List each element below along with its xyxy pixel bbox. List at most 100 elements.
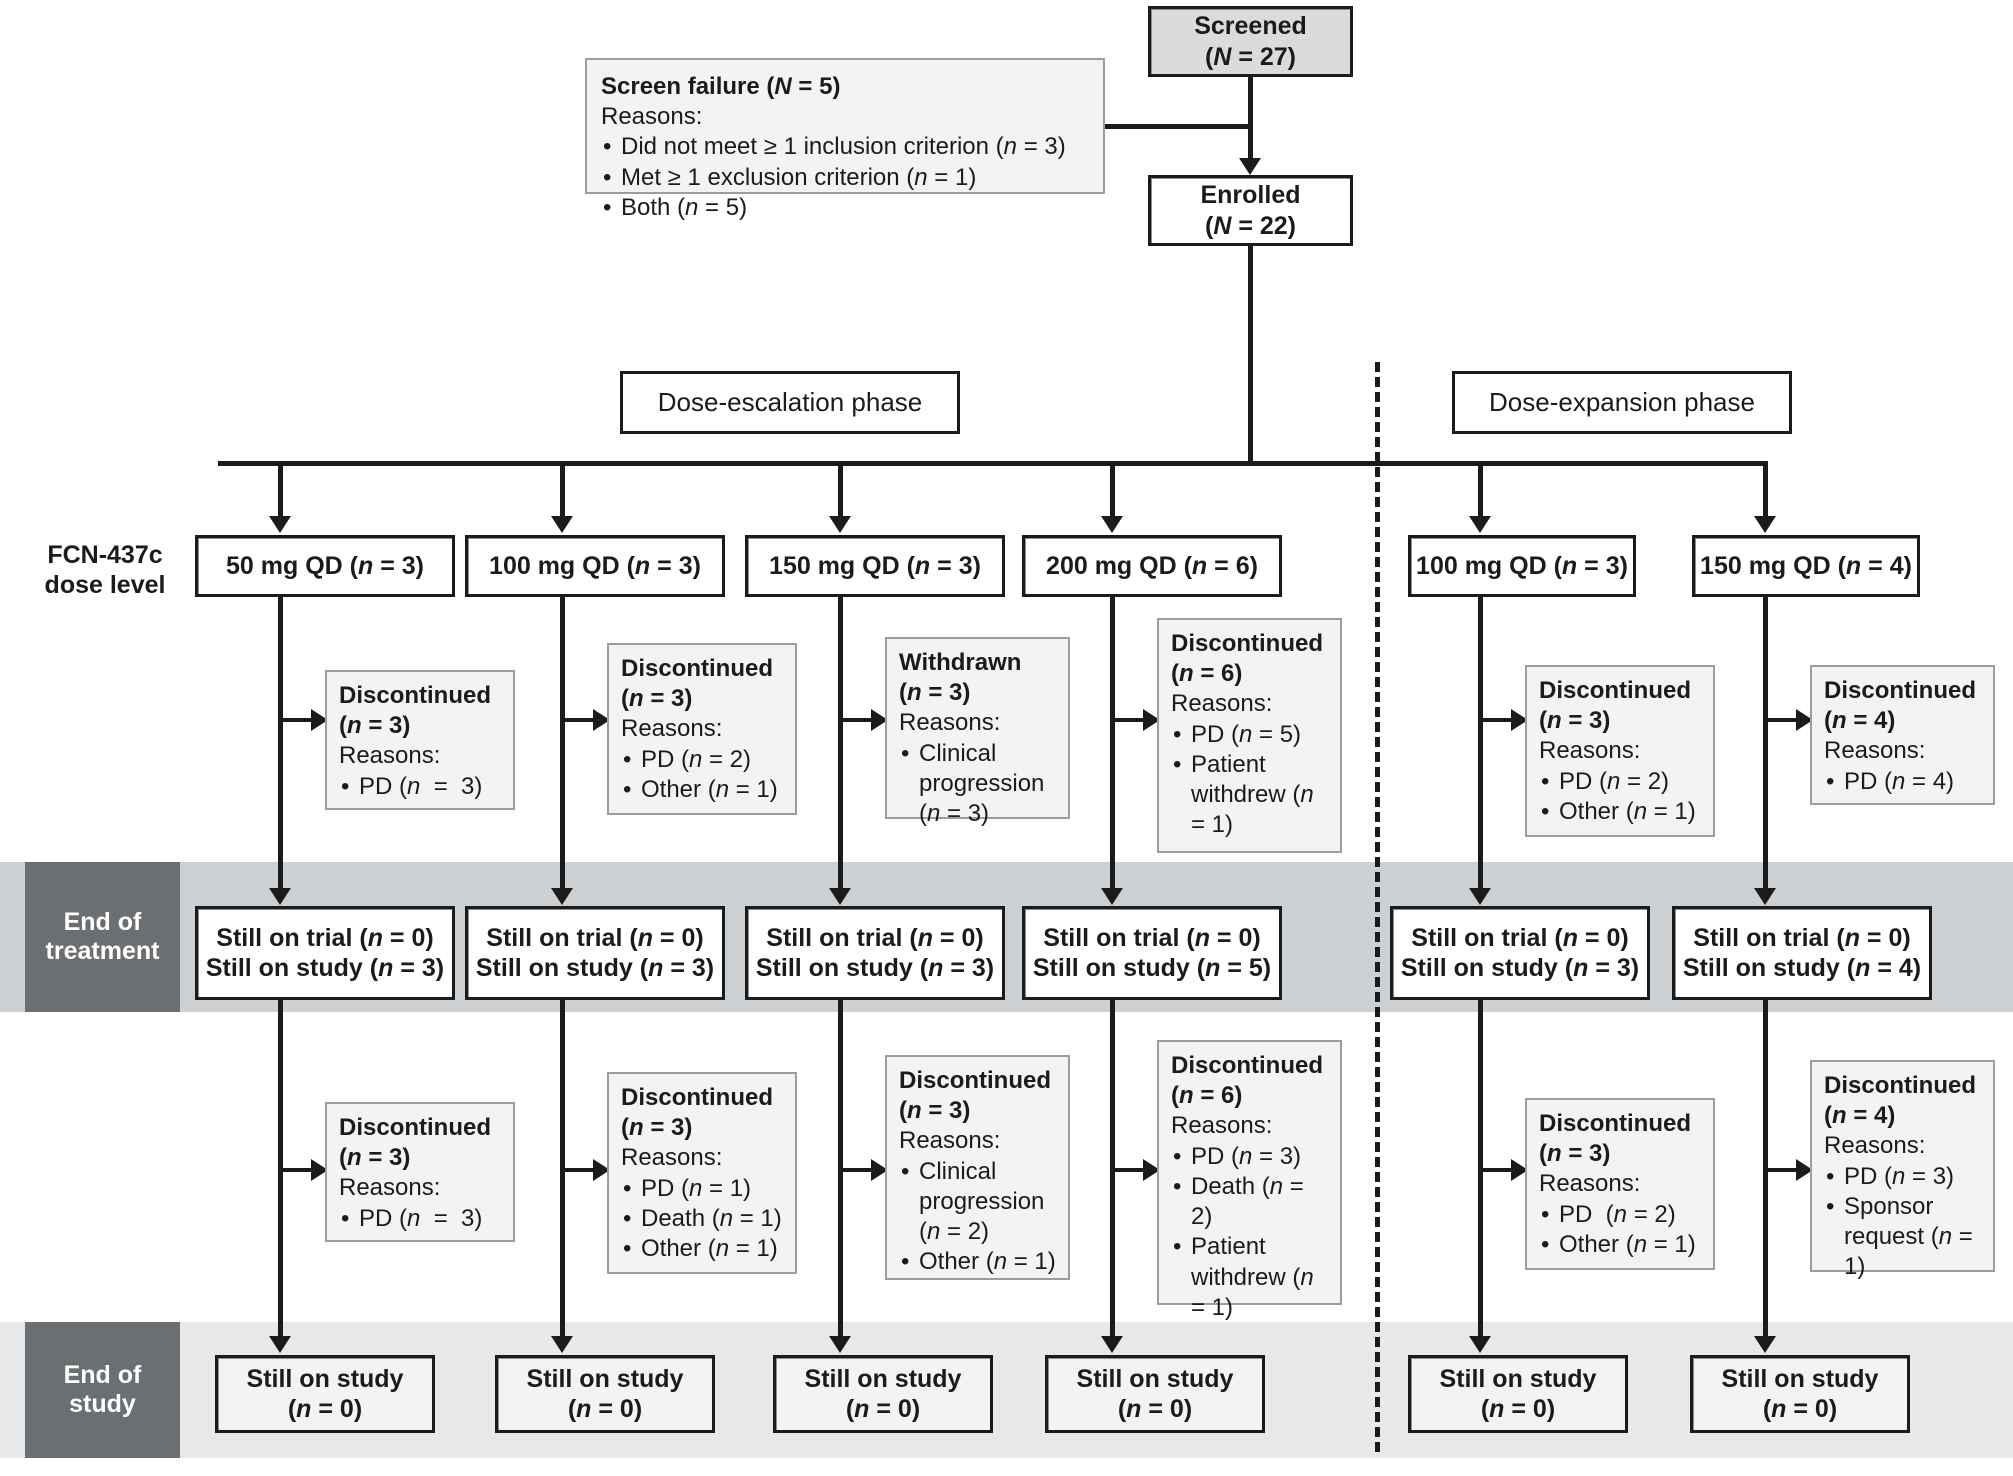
disc-reason: PD (n = 3) — [339, 1204, 502, 1234]
arrow-bus-to-dose-4 — [1101, 516, 1123, 533]
disc-reason: PD (n = 5) — [1171, 720, 1329, 750]
arrow-eot-1-to-eos — [269, 1336, 291, 1353]
eot-still-on-study: Still on study (n = 3) — [755, 954, 995, 982]
box-discontinued-study-esc-50: Discontinued (n = 3) Reasons: PD (n = 3) — [325, 1102, 515, 1242]
band-label-end-of-treatment: End of treatment — [25, 862, 180, 1012]
disc-title: Discontinued — [1539, 1110, 1692, 1137]
disc-reason: Death (n = 1) — [621, 1204, 784, 1234]
phase-label-dose-escalation: Dose-escalation phase — [620, 371, 960, 434]
disc-count: (n = 6) — [1171, 1082, 1243, 1110]
disc-reason-list: PD (n = 2) Other (n = 1) — [1539, 767, 1702, 828]
arrow-dose-5-to-eot — [1469, 888, 1491, 905]
screened-count: (N = 27) — [1204, 42, 1296, 71]
disc-title: Discontinued — [1539, 677, 1692, 704]
disc-reasons-label: Reasons: — [899, 709, 1001, 737]
phase-label-text: Dose-escalation phase — [657, 387, 923, 417]
box-end-of-study-exp-100: Still on study (n = 0) — [1408, 1355, 1628, 1433]
connector-bus-to-dose-5 — [1478, 461, 1483, 521]
arrow-disc-6-study — [1796, 1159, 1813, 1181]
disc-title: Discontinued — [1171, 630, 1324, 657]
eot-still-on-trial: Still on trial (n = 0) — [216, 923, 434, 952]
connector-dose-3-to-eot — [838, 597, 843, 897]
disc-count: (n = 3) — [339, 1144, 411, 1172]
eot-still-on-study: Still on study (n = 4) — [1682, 954, 1922, 982]
disc-reason: PD (n = 2) — [1539, 767, 1702, 797]
connector-dose-2-to-eot — [560, 597, 565, 897]
box-discontinued-study-esc-200: Discontinued (n = 6) Reasons: PD (n = 3)… — [1157, 1040, 1342, 1321]
box-end-of-study-esc-50: Still on study (n = 0) — [215, 1355, 435, 1433]
eot-still-on-trial: Still on trial (n = 0) — [1693, 923, 1911, 952]
screen-failure-reasons-label: Reasons: — [601, 103, 703, 131]
disc-reason-list: Clinical progression (n = 2) Other (n = … — [899, 1157, 1057, 1278]
eos-title: Still on study — [804, 1364, 962, 1393]
eos-title: Still on study — [1076, 1364, 1234, 1393]
arrow-dose-3-to-eot — [829, 888, 851, 905]
box-end-of-study-esc-200: Still on study (n = 0) — [1045, 1355, 1265, 1433]
box-dose-esc-100: 100 mg QD (n = 3) — [465, 535, 725, 597]
arrow-disc-1-study — [311, 1159, 328, 1181]
connector-bus-to-dose-1 — [278, 461, 283, 521]
enrolled-title: Enrolled — [1200, 181, 1301, 209]
dose-label: 150 mg QD (n = 4) — [1700, 551, 1912, 580]
arrow-disc-1-treat — [311, 709, 328, 731]
disc-reason-list: PD (n = 3) Death (n = 2) Patient withdre… — [1171, 1142, 1329, 1323]
dose-label: 100 mg QD (n = 3) — [489, 551, 701, 580]
disc-reason: PD (n = 3) — [1824, 1162, 1982, 1192]
disc-reason-list: PD (n = 3) — [339, 772, 502, 802]
screened-title: Screened — [1194, 12, 1307, 40]
eos-count: (n = 0) — [1117, 1395, 1193, 1423]
arrow-disc-3-treat — [871, 709, 888, 731]
arrow-eot-6-to-eos — [1754, 1336, 1776, 1353]
distribution-bus — [218, 461, 1768, 466]
dose-label: 100 mg QD (n = 3) — [1416, 551, 1628, 580]
disc-count: (n = 4) — [1824, 707, 1896, 735]
box-discontinued-treatment-esc-100: Discontinued (n = 3) Reasons: PD (n = 2)… — [607, 643, 797, 815]
disc-reason: Other (n = 1) — [621, 1234, 784, 1264]
connector-bus-to-dose-4 — [1110, 461, 1115, 521]
arrow-disc-5-treat — [1511, 709, 1528, 731]
box-withdrawn-treatment-esc-150: Withdrawn (n = 3) Reasons: Clinical prog… — [885, 637, 1070, 827]
box-end-of-treatment-exp-150: Still on trial (n = 0) Still on study (n… — [1672, 906, 1932, 1000]
eos-title: Still on study — [246, 1364, 404, 1393]
connector-disc-4-study — [1115, 1168, 1147, 1172]
box-dose-esc-200: 200 mg QD (n = 6) — [1022, 535, 1282, 597]
eot-still-on-study: Still on study (n = 5) — [1032, 954, 1272, 982]
connector-disc-5-treat — [1483, 718, 1515, 722]
screen-failure-reason-list: Did not meet ≥ 1 inclusion criterion (n … — [601, 132, 1089, 223]
arrow-disc-5-study — [1511, 1159, 1528, 1181]
disc-reasons-label: Reasons: — [1539, 1170, 1641, 1198]
connector-disc-3-treat — [843, 718, 875, 722]
eot-still-on-trial: Still on trial (n = 0) — [486, 923, 704, 952]
eot-still-on-study: Still on study (n = 3) — [1400, 954, 1640, 982]
connector-screened-to-enrolled — [1248, 77, 1253, 162]
screen-failure-reason: Met ≥ 1 exclusion criterion (n = 1) — [601, 163, 1089, 193]
screen-failure-reason: Both (n = 5) — [601, 193, 1089, 223]
connector-dose-1-to-eot — [278, 597, 283, 897]
eos-count: (n = 0) — [1762, 1395, 1838, 1423]
screen-failure-reason: Did not meet ≥ 1 inclusion criterion (n … — [601, 132, 1089, 162]
connector-disc-6-treat — [1768, 718, 1800, 722]
disc-title: Discontinued — [1824, 677, 1977, 704]
box-discontinued-study-exp-100: Discontinued (n = 3) Reasons: PD (n = 2)… — [1525, 1098, 1715, 1270]
arrow-disc-4-study — [1143, 1159, 1160, 1181]
box-end-of-treatment-esc-50: Still on trial (n = 0) Still on study (n… — [195, 906, 455, 1000]
disc-reason: PD (n = 3) — [1171, 1142, 1329, 1172]
box-discontinued-treatment-esc-50: Discontinued (n = 3) Reasons: PD (n = 3) — [325, 670, 515, 810]
arrow-eot-2-to-eos — [551, 1336, 573, 1353]
box-end-of-study-exp-150: Still on study (n = 0) — [1690, 1355, 1910, 1433]
connector-eot-3-to-eos — [838, 1000, 843, 1345]
eot-still-on-trial: Still on trial (n = 0) — [1043, 923, 1261, 952]
disc-reason: PD (n = 4) — [1824, 767, 1982, 797]
band-label-line1: End of — [63, 907, 142, 936]
disc-reason: Patient withdrew (n = 1) — [1171, 750, 1329, 841]
arrow-disc-2-treat — [593, 709, 610, 731]
disc-reason: Other (n = 1) — [1539, 797, 1702, 827]
disc-title: Discontinued — [621, 1084, 774, 1111]
box-discontinued-treatment-exp-150: Discontinued (n = 4) Reasons: PD (n = 4) — [1810, 665, 1995, 805]
connector-dose-5-to-eot — [1478, 597, 1483, 897]
arrow-bus-to-dose-6 — [1754, 516, 1776, 533]
disc-reason-list: PD (n = 2) Other (n = 1) — [1539, 1200, 1702, 1261]
disc-title: Discontinued — [339, 1114, 492, 1141]
side-label-dose-level: FCN-437c dose level — [25, 540, 185, 600]
disc-reason-list: PD (n = 5) Patient withdrew (n = 1) — [1171, 720, 1329, 841]
